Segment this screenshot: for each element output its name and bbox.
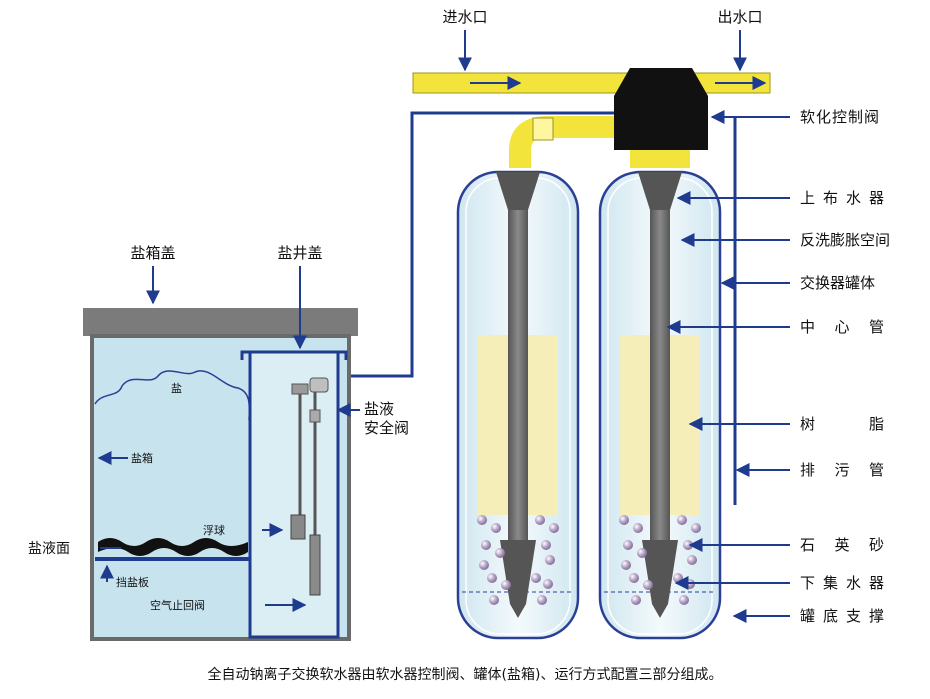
quartz-sand-ball bbox=[487, 573, 497, 583]
salt-plate-label: 挡盐板 bbox=[116, 575, 149, 589]
quartz-sand-ball bbox=[491, 523, 501, 533]
brine-tank-lid-label: 盐箱盖 bbox=[130, 244, 175, 262]
tank-body-label: 交换器罐体 bbox=[800, 274, 875, 292]
quartz-sand-ball bbox=[489, 595, 499, 605]
brine-safety-valve-label-1: 盐液 bbox=[364, 400, 394, 418]
quartz-sand-ball bbox=[629, 573, 639, 583]
quartz-sand-ball bbox=[537, 595, 547, 605]
quartz-sand-ball bbox=[637, 548, 647, 558]
right-resin-tank bbox=[598, 170, 722, 640]
quartz-sand-balls bbox=[477, 515, 701, 605]
quartz-sand-ball bbox=[631, 595, 641, 605]
control-valve-label: 软化控制阀 bbox=[800, 108, 880, 126]
quartz-sand-ball bbox=[621, 560, 631, 570]
lower-collector-label: 下集水器 bbox=[800, 574, 884, 592]
upper-distributor-label: 上布水器 bbox=[800, 189, 884, 207]
brine-tank bbox=[83, 308, 358, 641]
brine-box-label: 盐箱 bbox=[131, 451, 153, 465]
quartz-sand-ball bbox=[687, 555, 697, 565]
quartz-sand-ball bbox=[549, 523, 559, 533]
tank-support-label: 罐底支撑 bbox=[800, 607, 884, 625]
quartz-sand-ball bbox=[691, 523, 701, 533]
brine-safety-valve-label-2: 安全阀 bbox=[364, 419, 409, 437]
float-label: 浮球 bbox=[203, 523, 225, 537]
quartz-sand-ball bbox=[535, 515, 545, 525]
brine-level-label: 盐液面 bbox=[28, 541, 70, 557]
quartz-sand-ball bbox=[677, 515, 687, 525]
quartz-sand-ball bbox=[495, 548, 505, 558]
quartz-sand-ball bbox=[643, 580, 653, 590]
quartz-sand-ball bbox=[501, 580, 511, 590]
left-resin-tank bbox=[456, 170, 580, 640]
resin-label: 树脂 bbox=[800, 415, 884, 433]
outlet-label: 出水口 bbox=[717, 8, 762, 26]
quartz-sand-ball bbox=[673, 573, 683, 583]
quartz-sand-ball bbox=[541, 540, 551, 550]
caption: 全自动钠离子交换软水器由软水器控制阀、罐体(盐箱)、运行方式配置三部分组成。 bbox=[207, 667, 723, 683]
drain-pipe-label: 排污管 bbox=[800, 461, 884, 479]
control-valve bbox=[614, 68, 708, 168]
center-pipe-label: 中心管 bbox=[800, 318, 884, 336]
backwash-space-label: 反洗膨胀空间 bbox=[800, 231, 890, 249]
quartz-sand-ball bbox=[633, 523, 643, 533]
quartz-sand-ball bbox=[619, 515, 629, 525]
quartz-sand-ball bbox=[623, 540, 633, 550]
brine-well-lid-label: 盐井盖 bbox=[277, 244, 322, 262]
quartz-sand-ball bbox=[481, 540, 491, 550]
salt-label: 盐 bbox=[171, 382, 182, 395]
quartz-sand-ball bbox=[543, 579, 553, 589]
inlet-label: 进水口 bbox=[442, 8, 487, 26]
quartz-sand-ball bbox=[679, 595, 689, 605]
air-check-valve-label: 空气止回阀 bbox=[150, 598, 205, 612]
quartz-sand-ball bbox=[545, 555, 555, 565]
elbow-pipe bbox=[509, 116, 614, 168]
quartz-sand-ball bbox=[479, 560, 489, 570]
quartz-sand-label: 石英砂 bbox=[800, 536, 884, 554]
callout-arrows bbox=[97, 30, 790, 623]
quartz-sand-ball bbox=[477, 515, 487, 525]
main-water-pipe bbox=[412, 72, 771, 94]
quartz-sand-ball bbox=[531, 573, 541, 583]
